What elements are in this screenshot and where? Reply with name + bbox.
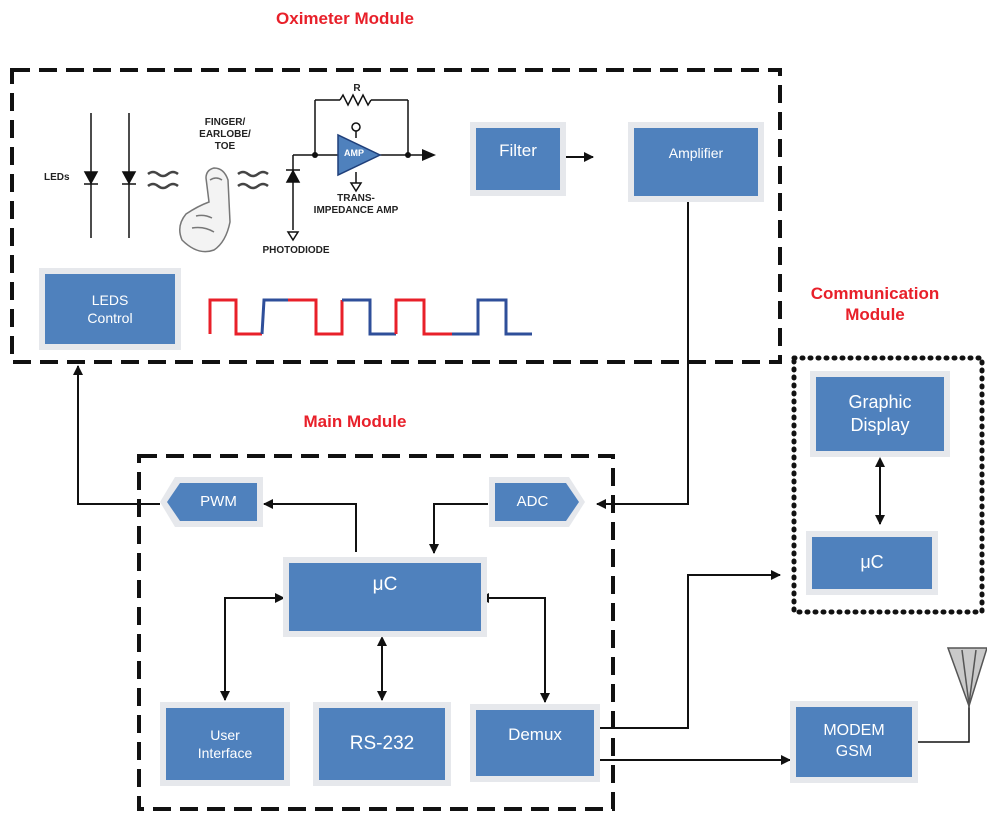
comm-uc-label: μC [812,537,932,589]
oximeter-module-title: Oximeter Module [276,9,414,28]
amplifier-label: Amplifier [634,128,758,196]
modem-to-antenna [918,686,970,743]
pwm-to-leds-control [73,365,160,505]
leds-label: LEDs [44,172,70,183]
tia-circuit [285,93,424,242]
comm-uc-block[interactable]: μC [806,531,938,595]
user-interface-label: User Interface [166,708,284,780]
finger-label: FINGER/ EARLOBE/ TOE [199,117,251,152]
rs232-block[interactable]: RS-232 [313,702,451,786]
leds-control-label: LEDS Control [45,274,175,344]
graphic-display-block[interactable]: Graphic Display [810,371,950,457]
adc-label: ADC [516,493,549,510]
led-diodes [83,113,137,238]
square-wave [208,298,532,336]
modem-block[interactable]: MODEM GSM [790,701,918,783]
communication-module-title: Communication Module [810,284,940,325]
oximeter-module-border [10,68,782,364]
pwm-shape-inner [167,483,257,521]
demux-block[interactable]: Demux [470,704,600,782]
light-rays [147,170,269,190]
filter-block[interactable]: Filter [470,122,566,196]
adc-shape-inner [495,483,579,521]
photodiode-label: PHOTODIODE [262,245,330,256]
antenna-icon [946,647,987,709]
main-module-border [137,454,615,811]
output-arrow-head [422,149,436,161]
leds-control-block[interactable]: LEDS Control [39,268,181,350]
uc-user-interface-link [220,593,285,701]
uc-to-pwm [263,499,357,552]
tia-label: TRANS- IMPEDANCE AMP [313,193,399,216]
amplifier-to-adc [596,200,689,509]
amplifier-block[interactable]: Amplifier [628,122,764,202]
main-uc-label: μC [289,563,481,631]
demux-to-communication [598,570,781,729]
uc-demux-link [479,593,550,703]
demux-label: Demux [476,710,594,776]
main-uc-block[interactable]: μC [283,557,487,637]
modem-label: MODEM GSM [796,707,912,777]
graphic-display-label: Graphic Display [816,377,944,451]
adc-to-uc [429,503,488,554]
pwm-label: PWM [200,493,237,510]
filter-label: Filter [476,128,560,190]
communication-module-border [791,355,985,615]
amp-triangle [337,133,382,177]
main-module-title: Main Module [303,412,407,431]
finger-icon [179,167,231,253]
user-interface-block[interactable]: User Interface [160,702,290,786]
rs232-label: RS-232 [319,708,445,780]
amp-label: AMP [344,148,364,158]
resistor-label: R [353,83,361,94]
